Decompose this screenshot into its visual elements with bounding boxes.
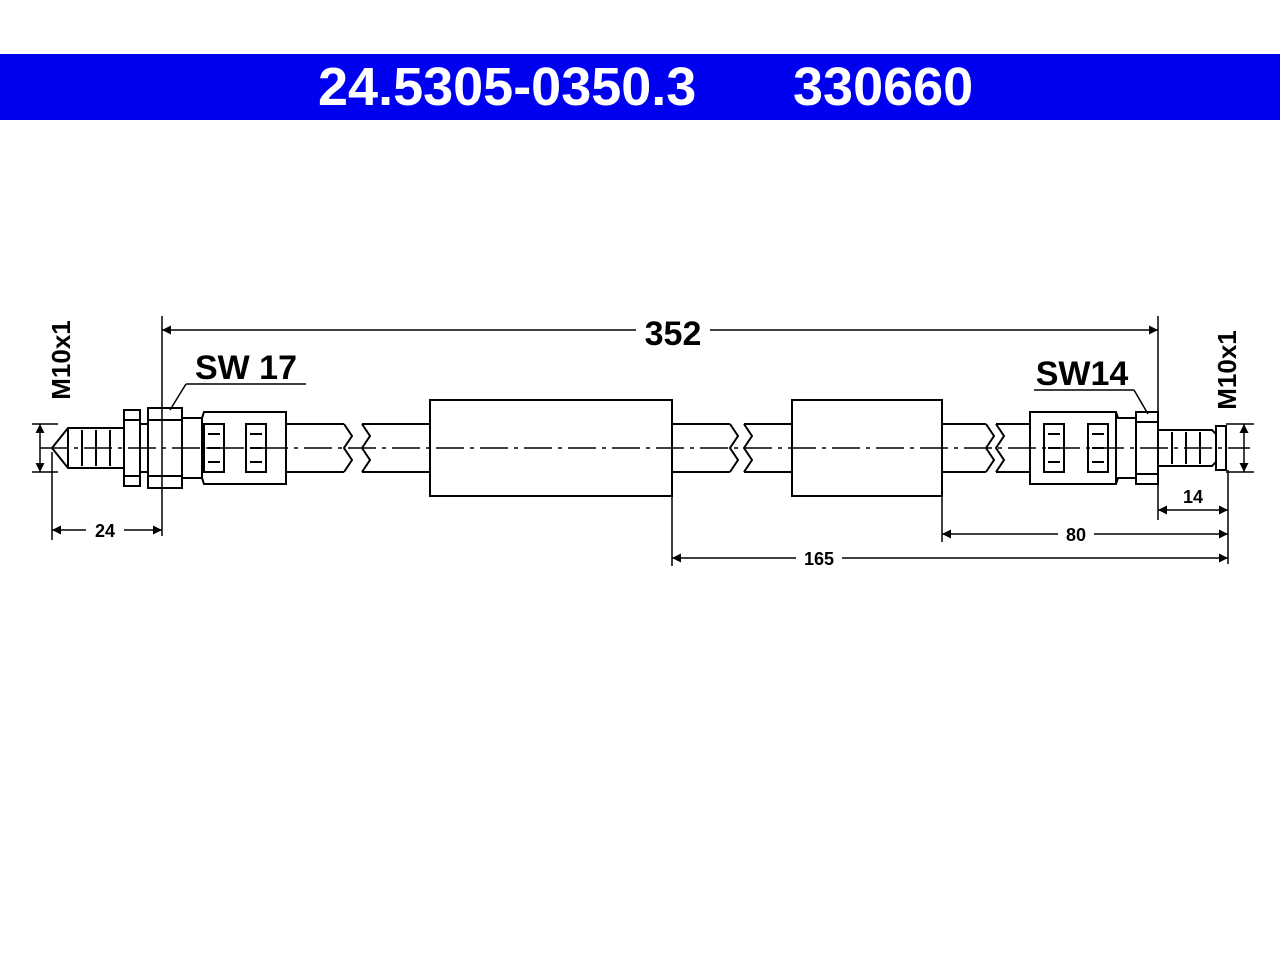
left-thread-label: M10x1 (46, 320, 76, 400)
right-wrench-label: SW14 (1036, 355, 1129, 393)
left-wrench-label: SW 17 (195, 349, 297, 387)
sleeve-distance-80-label: 80 (1066, 525, 1086, 545)
right-end-label: 14 (1183, 487, 1203, 507)
left-end-label: 24 (95, 521, 115, 541)
reference-number: 330660 (793, 57, 974, 117)
header-bar: 24.5305-0350.3 330660 (0, 54, 1280, 120)
right-thread-label: M10x1 (1212, 330, 1242, 410)
total-length-label: 352 (645, 315, 702, 353)
part-number: 24.5305-0350.3 (318, 57, 697, 117)
sleeve-distance-165-label: 165 (804, 549, 834, 569)
